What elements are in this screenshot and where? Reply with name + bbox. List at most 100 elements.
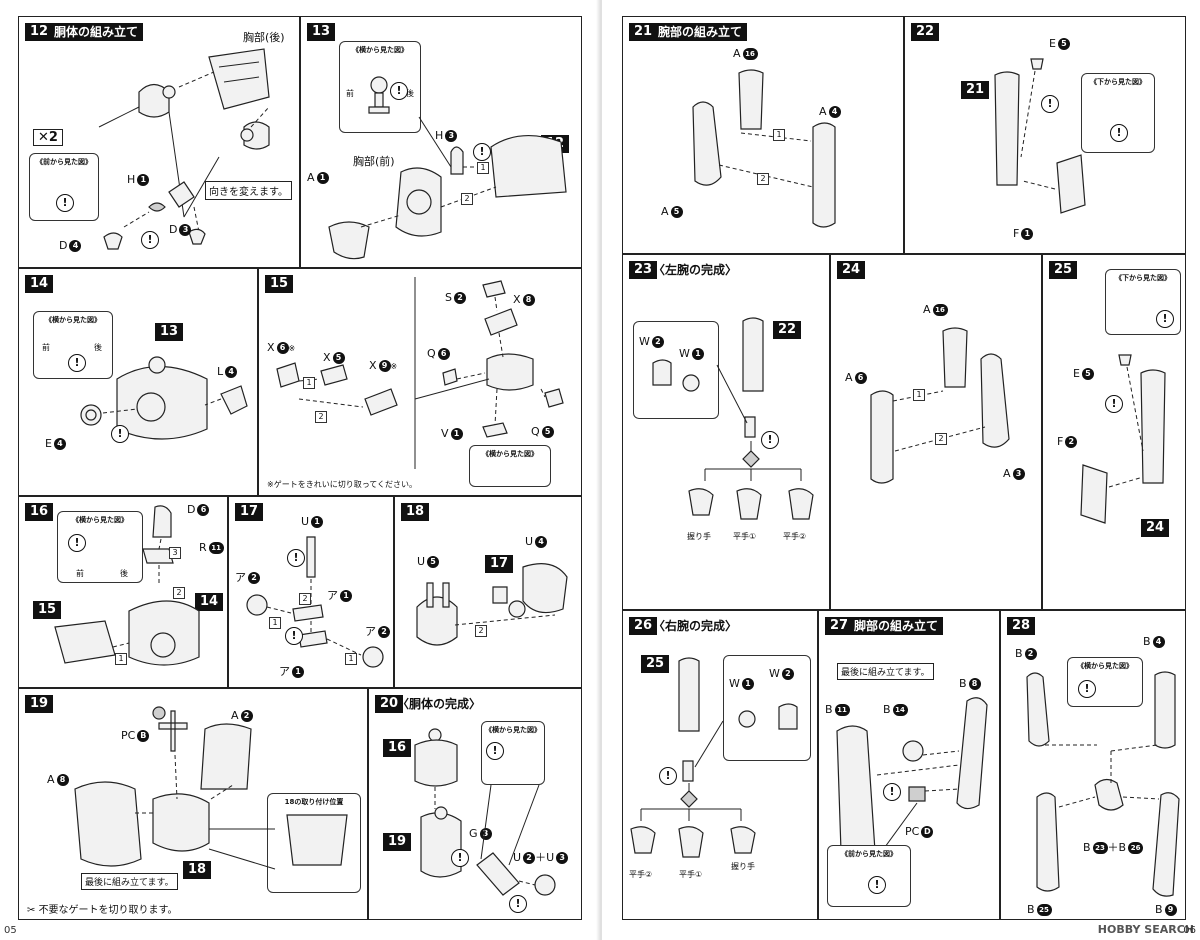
warning-icon: ! <box>761 431 779 449</box>
part-number: 1 <box>691 348 704 360</box>
part-number: 11 <box>834 704 850 716</box>
step-marker-2: 2 <box>173 587 185 599</box>
warning-icon: ! <box>390 82 408 100</box>
step-number: 26 <box>629 617 658 635</box>
label-back: 後 <box>406 89 414 98</box>
part-number: 26 <box>1128 842 1144 854</box>
warning-icon: ! <box>883 783 901 801</box>
step-17-illustration <box>246 536 384 668</box>
step-title: 〈右腕の完成〉 <box>653 619 738 633</box>
step-title: 腕部の組み立て <box>653 23 748 41</box>
step-marker-2: 2 <box>475 625 487 637</box>
note-title: 《下から見た図》 <box>1115 274 1171 282</box>
warning-icon: ! <box>868 876 886 894</box>
part-letter: A <box>819 105 827 118</box>
part-letter: X <box>323 351 331 364</box>
part-letter: A <box>661 205 669 218</box>
label-back: 後 <box>94 343 102 352</box>
step-marker-2: 2 <box>461 193 473 205</box>
part-number: 11 <box>208 542 224 554</box>
part-number: 4 <box>828 106 841 118</box>
step-marker-1: 1 <box>477 162 489 174</box>
part-number: 1 <box>137 174 150 186</box>
part-number: 2 <box>240 710 253 722</box>
label-front: 前 <box>42 343 50 352</box>
step-title: 胴体の組み立て <box>49 23 144 41</box>
step-24-illustration <box>870 327 1010 484</box>
note-front-view: 《前から見た図》 ! <box>827 845 911 907</box>
warning-icon: ! <box>1041 95 1059 113</box>
step-16-illustration <box>54 505 200 666</box>
part-letter: R <box>199 541 207 554</box>
part-letter: ア <box>279 665 290 678</box>
step-number: 20 <box>375 695 404 713</box>
part-letter: G <box>469 827 478 840</box>
part-number: 1 <box>741 678 754 690</box>
part-letter: ア <box>235 571 246 584</box>
warning-icon: ! <box>285 627 303 645</box>
part-letter: D <box>169 223 178 236</box>
step-26-illustration <box>630 657 798 858</box>
part-letter: B <box>1027 903 1035 916</box>
step-marker-1: 1 <box>303 377 315 389</box>
part-number: 4 <box>535 536 548 548</box>
note-front-view: 《前から見た図》 ! <box>29 153 99 221</box>
ref-step-25: 25 <box>641 655 670 673</box>
plus: ＋ <box>535 851 547 864</box>
step-marker-2: 2 <box>315 411 327 423</box>
note-last: 最後に組み立てます。 <box>81 873 178 890</box>
step-20-illustration <box>414 728 556 896</box>
part-letter: X <box>513 293 521 306</box>
warning-icon: ! <box>473 143 491 161</box>
part-number: 8 <box>56 774 69 786</box>
step-number: 18 <box>401 503 430 521</box>
part-number: 2 <box>781 668 794 680</box>
step-marker-2: 2 <box>299 593 311 605</box>
part-letter: U <box>301 515 310 528</box>
part-letter: U <box>513 851 522 864</box>
step-23-illustration <box>652 317 814 520</box>
label-flat1: 平手① <box>679 870 703 879</box>
step-marker-1: 1 <box>773 129 785 141</box>
part-number: 3 <box>179 224 192 236</box>
warning-icon: ! <box>451 849 469 867</box>
part-letter: U <box>546 851 555 864</box>
watermark: HOBBY SEARCH <box>1097 923 1194 936</box>
part-letter: A <box>307 171 315 184</box>
label-chest-back: 胸部(後) <box>243 31 285 44</box>
page-gutter <box>596 0 606 940</box>
label-grip: 握り手 <box>731 862 755 871</box>
part-letter: B <box>1083 841 1091 854</box>
part-letter: W <box>679 347 690 360</box>
part-number: 2 <box>523 852 536 864</box>
warning-icon: ! <box>509 895 527 913</box>
warning-icon: ! <box>287 549 305 567</box>
part-number: 4 <box>53 438 66 450</box>
part-number: 3 <box>479 828 492 840</box>
part-number: 6 <box>276 342 289 354</box>
step-number: 24 <box>837 261 866 279</box>
part-number: 1 <box>450 428 463 440</box>
part-number: 3 <box>445 130 458 142</box>
step-marker-2: 2 <box>935 433 947 445</box>
